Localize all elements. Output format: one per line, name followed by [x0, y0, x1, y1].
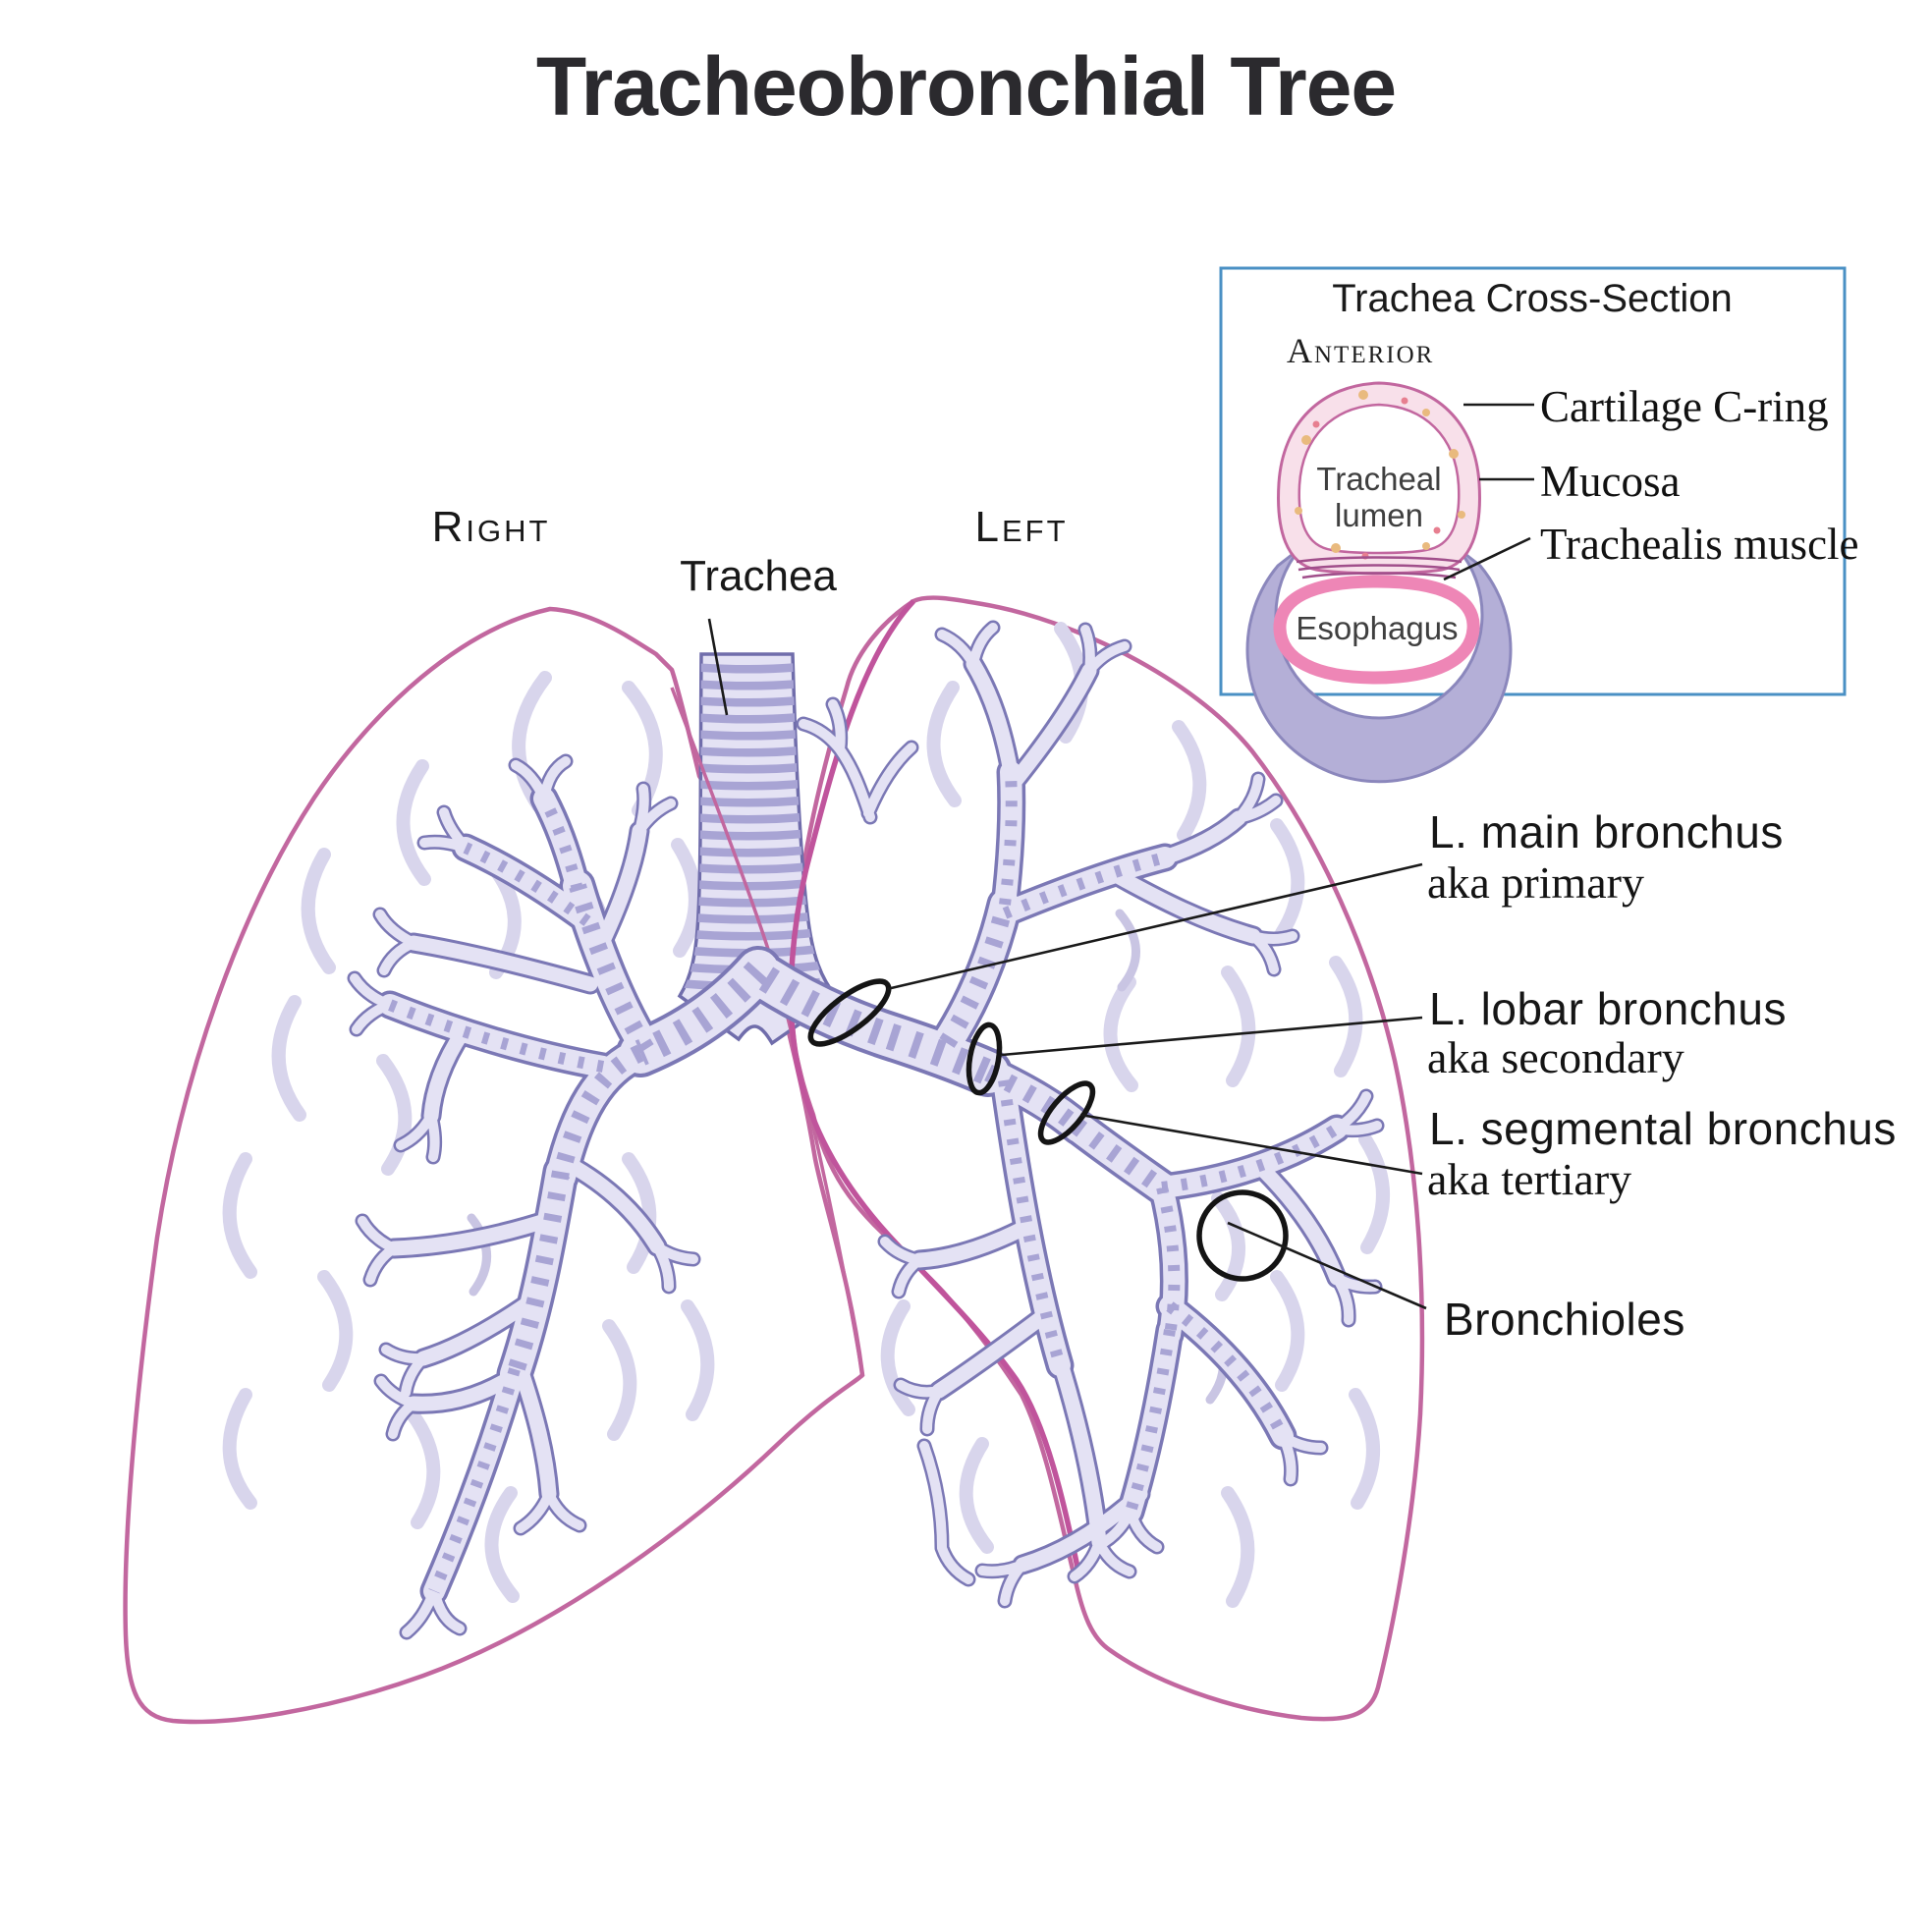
cartilage-callout: Cartilage C-ring — [1540, 382, 1829, 431]
mucosa-gland-specks — [1295, 390, 1465, 553]
mucosa-callout: Mucosa — [1540, 457, 1681, 506]
bronchioles-ring — [1196, 1189, 1289, 1282]
trachealis-callout: Trachealis muscle — [1540, 520, 1859, 569]
segmental-bronchus-ring — [1037, 1080, 1096, 1145]
alveolar-crescents — [222, 622, 1390, 1608]
main-bronchus-ring — [807, 978, 892, 1047]
trachea-leader-line — [707, 618, 729, 716]
lobar-bronchus-ring — [966, 1021, 1003, 1096]
trachea-cross-section-inset — [1219, 266, 1847, 784]
page-title: Tracheobronchial Tree — [535, 40, 1397, 133]
trachealis-muscle-lines — [1296, 556, 1463, 580]
bronchioles-label: Bronchioles — [1444, 1294, 1685, 1345]
trachea-label: Trachea — [680, 552, 837, 600]
main-bronchus-label: L. main bronchus — [1429, 806, 1784, 857]
left-lung-label: Left — [974, 503, 1069, 551]
anterior-label: Anterior — [1287, 331, 1435, 370]
right-lung-label: Right — [431, 503, 551, 551]
esophagus-label: Esophagus — [1296, 610, 1459, 646]
tracheal-lumen-label: Tracheal lumen — [1316, 461, 1442, 533]
esophagus-shape — [1273, 575, 1480, 685]
segmental-bronchus-alias: aka tertiary — [1427, 1154, 1632, 1204]
left-lung-inner-edge — [788, 599, 1081, 1573]
main-bronchus-alias: aka primary — [1427, 857, 1644, 908]
lobar-bronchus-leader-line — [1001, 1016, 1423, 1057]
main-bronchus-leader-line — [886, 862, 1423, 991]
tracheal-lumen-shape — [1297, 403, 1461, 555]
lobar-bronchus-label: L. lobar bronchus — [1429, 983, 1787, 1034]
cartilage-c-ring-shape — [1245, 546, 1513, 784]
trachea-tube — [677, 652, 840, 1046]
segmental-bronchus-leader-line — [1079, 1113, 1423, 1176]
segmental-bronchus-label: L. segmental bronchus — [1429, 1103, 1897, 1154]
bronchioles-leader-line — [1227, 1221, 1427, 1310]
inset-title: Trachea Cross-Section — [1332, 277, 1733, 320]
lobar-bronchus-alias: aka secondary — [1427, 1032, 1684, 1082]
trachealis-leader-line — [1443, 536, 1531, 581]
